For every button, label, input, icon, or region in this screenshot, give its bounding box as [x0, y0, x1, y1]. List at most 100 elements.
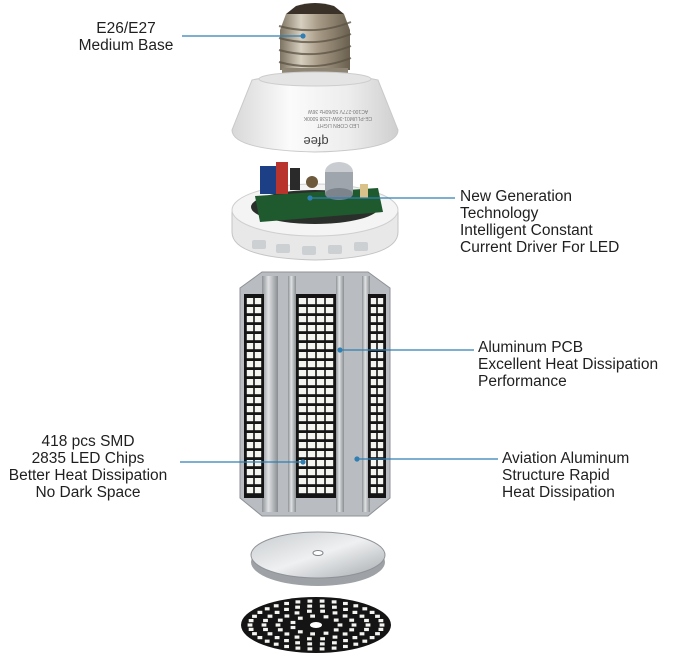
bottom-led-chip	[353, 642, 359, 646]
bottom-led-chip	[284, 614, 290, 618]
led-chip	[298, 451, 307, 458]
bottom-led-chip	[319, 599, 325, 603]
led-chip	[307, 361, 316, 368]
led-chip	[246, 478, 254, 485]
led-chip	[298, 361, 307, 368]
led-chip	[254, 361, 262, 368]
led-chip	[316, 433, 325, 440]
led-chip	[316, 424, 325, 431]
led-chip	[370, 478, 377, 485]
led-chip	[377, 334, 384, 341]
led-chip	[377, 325, 384, 332]
bottom-led-chip	[297, 630, 303, 634]
led-chip	[254, 415, 262, 422]
bottom-led-chip	[257, 610, 263, 614]
bottom-led-chip	[369, 636, 375, 640]
label-pcb-line: Excellent Heat Dissipation	[478, 356, 659, 373]
svg-text:AC100-277V 50/60Hz 36W: AC100-277V 50/60Hz 36W	[308, 108, 369, 114]
bottom-led-chip	[295, 646, 301, 650]
led-chip	[307, 406, 316, 413]
led-chip	[254, 325, 262, 332]
led-chip	[370, 379, 377, 386]
led-chip	[325, 352, 334, 359]
led-chip	[307, 388, 316, 395]
led-chip	[307, 307, 316, 314]
led-chip	[298, 442, 307, 449]
led-chip	[370, 469, 377, 476]
led-chip	[307, 451, 316, 458]
led-chip	[254, 406, 262, 413]
led-chip	[298, 388, 307, 395]
label-chips-line: Better Heat Dissipation	[8, 467, 168, 484]
led-chip	[325, 415, 334, 422]
heatsink-fins	[262, 276, 370, 512]
led-chip	[377, 487, 384, 494]
led-chip	[377, 343, 384, 350]
led-chip	[377, 307, 384, 314]
led-chip	[246, 415, 254, 422]
screw-base	[278, 3, 352, 76]
led-chip	[254, 487, 262, 494]
label-structure: Aviation Aluminum Structure Rapid Heat D…	[502, 450, 629, 501]
led-chip	[246, 460, 254, 467]
bottom-led-chip	[319, 647, 325, 651]
led-chip	[325, 307, 334, 314]
product-print: LED CORN LIGHT CE-PLUM01-36W-1538 5000K …	[303, 108, 372, 128]
bottom-led-chip	[337, 623, 343, 627]
led-chip	[316, 361, 325, 368]
led-chip	[377, 442, 384, 449]
led-chip	[307, 397, 316, 404]
led-chip	[370, 334, 377, 341]
led-chip	[298, 334, 307, 341]
led-chip	[307, 442, 316, 449]
bottom-led-chip	[362, 639, 368, 643]
led-chip	[307, 460, 316, 467]
led-chip	[307, 433, 316, 440]
led-chip	[246, 316, 254, 323]
led-chip	[298, 307, 307, 314]
led-chip	[325, 379, 334, 386]
bottom-led-chip	[375, 632, 380, 636]
led-chip	[316, 307, 325, 314]
bottom-led-chip	[307, 609, 312, 613]
led-chip	[298, 424, 307, 431]
led-chip	[307, 379, 316, 386]
led-chip	[325, 370, 334, 377]
label-chips: 418 pcs SMD 2835 LED Chips Better Heat D…	[0, 433, 176, 501]
led-chip	[316, 406, 325, 413]
bottom-led-chip	[290, 620, 296, 625]
led-chip	[316, 478, 325, 485]
label-structure-line: Aviation Aluminum	[502, 450, 630, 467]
bottom-led-chip	[333, 618, 339, 622]
led-chip	[307, 298, 316, 305]
led-chip	[246, 469, 254, 476]
base-housing: qfee LED CORN LIGHT CE-PLUM01-36W-1538 5…	[231, 71, 399, 153]
bottom-led-chip	[257, 636, 263, 640]
led-chip	[246, 352, 254, 359]
led-chip	[377, 406, 384, 413]
bottom-led-chip	[349, 628, 355, 632]
bottom-led-chip	[331, 600, 337, 604]
led-chip	[254, 370, 262, 377]
led-chip	[370, 325, 377, 332]
led-chip	[246, 406, 254, 413]
bottom-led-chip	[252, 614, 257, 618]
led-chip	[307, 424, 316, 431]
led-chip	[325, 451, 334, 458]
led-chip	[370, 343, 377, 350]
led-chip	[307, 325, 316, 332]
bottom-led-chip	[307, 647, 313, 651]
bottom-led-chip	[284, 601, 289, 606]
led-chip	[370, 442, 377, 449]
bottom-led-chip	[307, 642, 313, 646]
bottom-led-chip	[274, 610, 280, 614]
led-chip	[298, 397, 307, 404]
svg-text:CE-PLUM01-36W-1538 5000K: CE-PLUM01-36W-1538 5000K	[303, 115, 372, 121]
label-base-line: Medium Base	[78, 37, 174, 54]
led-chip	[298, 433, 307, 440]
led-chip	[254, 478, 262, 485]
led-chip	[316, 388, 325, 395]
led-chip	[298, 415, 307, 422]
label-chips-line: 418 pcs SMD	[41, 433, 135, 450]
label-pcb: Aluminum PCB Excellent Heat Dissipation …	[478, 339, 658, 390]
